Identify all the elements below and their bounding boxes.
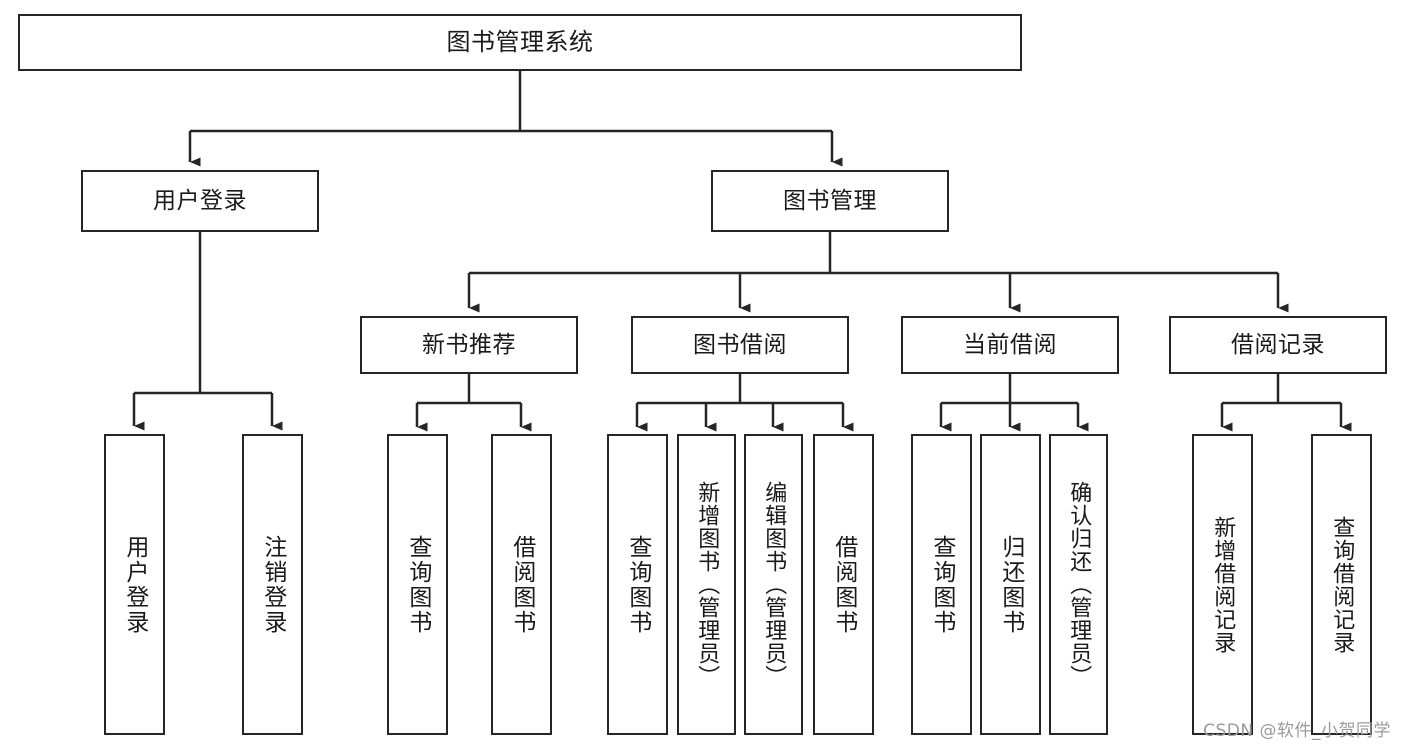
leaf-borrow-book[interactable]: 借阅图书: [813, 434, 874, 735]
node-label: 查询图书: [404, 534, 431, 635]
leaf-borrow-book-new[interactable]: 借阅图书: [491, 434, 552, 735]
node-label: 确认归还（管理员）: [1066, 481, 1092, 688]
node-borrow-records[interactable]: 借阅记录: [1169, 316, 1387, 374]
node-label: 图书借阅: [693, 331, 787, 358]
node-label: 借阅记录: [1231, 331, 1325, 358]
leaf-confirm-return-admin[interactable]: 确认归还（管理员）: [1049, 434, 1108, 735]
node-label: 新书推荐: [422, 331, 516, 358]
node-label: 图书管理: [783, 187, 877, 214]
node-label: 用户登录: [121, 534, 148, 635]
node-book-borrowing[interactable]: 图书借阅: [631, 316, 849, 374]
node-label: 归还图书: [997, 534, 1024, 635]
leaf-query-book-new[interactable]: 查询图书: [387, 434, 448, 735]
node-book-management[interactable]: 图书管理: [711, 170, 949, 232]
node-label: 借阅图书: [830, 534, 857, 635]
node-book-management-system[interactable]: 图书管理系统: [18, 14, 1022, 71]
node-label: 用户登录: [153, 187, 247, 214]
node-label: 编辑图书（管理员）: [761, 481, 787, 688]
node-label: 新增借阅记录: [1210, 515, 1236, 654]
leaf-add-borrow-record[interactable]: 新增借阅记录: [1192, 434, 1253, 735]
leaf-return-book[interactable]: 归还图书: [980, 434, 1041, 735]
node-user-login[interactable]: 用户登录: [81, 170, 319, 232]
leaf-edit-book-admin[interactable]: 编辑图书（管理员）: [744, 434, 803, 735]
leaf-query-borrow-record[interactable]: 查询借阅记录: [1311, 434, 1372, 735]
node-label: 查询借阅记录: [1329, 515, 1355, 654]
node-label: 新增图书（管理员）: [694, 481, 720, 688]
leaf-user-login[interactable]: 用户登录: [104, 434, 165, 735]
watermark-text: CSDN @软件_小贺同学: [1203, 721, 1391, 741]
leaf-logout[interactable]: 注销登录: [242, 434, 303, 735]
leaf-add-book-admin[interactable]: 新增图书（管理员）: [677, 434, 736, 735]
node-label: 图书管理系统: [446, 27, 594, 56]
node-label: 查询图书: [928, 534, 955, 635]
node-current-borrowing[interactable]: 当前借阅: [901, 316, 1119, 374]
node-label: 查询图书: [624, 534, 651, 635]
node-label: 当前借阅: [963, 331, 1057, 358]
leaf-query-book-borrow[interactable]: 查询图书: [607, 434, 668, 735]
node-label: 借阅图书: [508, 534, 535, 635]
leaf-query-book-current[interactable]: 查询图书: [911, 434, 972, 735]
node-label: 注销登录: [259, 534, 286, 635]
node-new-book-recommendation[interactable]: 新书推荐: [360, 316, 578, 374]
